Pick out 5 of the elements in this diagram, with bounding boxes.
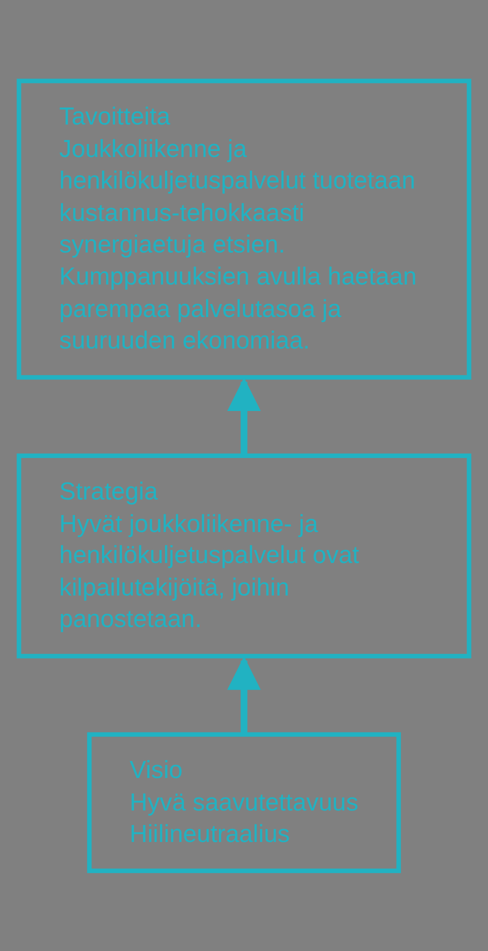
arrow (227, 377, 261, 456)
node-box: Visio Hyvä saavutettavuus Hiilineutraalius (87, 732, 401, 873)
arrow (227, 656, 261, 734)
node-box: Strategia Hyvät joukkoliikenne- ja henkilökuljetuspalvelut ovat kilpailutekijöitä, joihin panostetaan. (16, 453, 472, 658)
node-box: Tavoitteita Joukkoliikenne ja henkilökuljetuspalvelut tuotetaan kustannus-tehokkaasti synergiaetuja etsien. Kumppanuuksien avulla haetaan parempaa palvelutasoa ja suuruuden ekonomiaa. (16, 78, 472, 380)
